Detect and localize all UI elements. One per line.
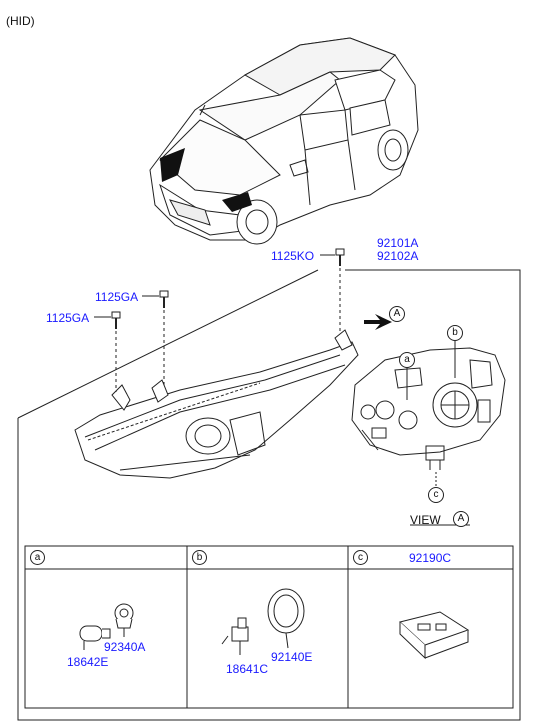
view-label: VIEW: [410, 513, 441, 527]
callout-c: c: [428, 487, 444, 503]
hid-ballast-92190c: [398, 611, 470, 660]
part-number-18642e[interactable]: 18642E: [67, 655, 109, 669]
variant-label: (HID): [6, 14, 35, 28]
bolt-1125ko: [320, 248, 345, 333]
view-arrow-label: A: [389, 306, 405, 322]
table-col-b-letter: b: [192, 550, 207, 565]
socket-92340a: [114, 603, 134, 637]
part-number-92102a[interactable]: 92102A: [377, 249, 419, 263]
hid-bulb-18641c: [221, 617, 249, 655]
part-number-92140e[interactable]: 92140E: [271, 650, 313, 664]
parts-table-grid: [24, 545, 514, 709]
part-number-1125ko[interactable]: 1125KO: [271, 249, 315, 263]
car-illustration: [149, 37, 419, 245]
bolt-1125ga-lower: [94, 311, 121, 392]
cap-92140e: [267, 588, 305, 649]
assembly-boundary: [17, 269, 521, 721]
rear-view-housing: [351, 347, 506, 470]
part-number-92190c[interactable]: 92190C: [409, 551, 452, 565]
part-number-18641c[interactable]: 18641C: [226, 662, 269, 676]
headlamp-assembly: [74, 329, 359, 479]
view-ref: A: [453, 511, 469, 527]
part-number-1125ga-upper[interactable]: 1125GA: [95, 290, 139, 304]
view-direction-arrow: [364, 314, 392, 330]
bolt-1125ga-upper: [142, 290, 169, 385]
part-number-92340a[interactable]: 92340A: [104, 640, 146, 654]
part-number-92101a[interactable]: 92101A: [377, 236, 419, 250]
callout-b: b: [447, 325, 463, 341]
bulb-18642e: [79, 625, 111, 650]
table-col-c-letter: c: [353, 550, 368, 565]
headlamp-highlight-left: [222, 192, 252, 212]
headlamp-highlight-right: [160, 148, 185, 182]
callout-a: a: [399, 352, 415, 368]
table-col-a-letter: a: [30, 550, 45, 565]
part-number-1125ga-lower[interactable]: 1125GA: [46, 311, 90, 325]
